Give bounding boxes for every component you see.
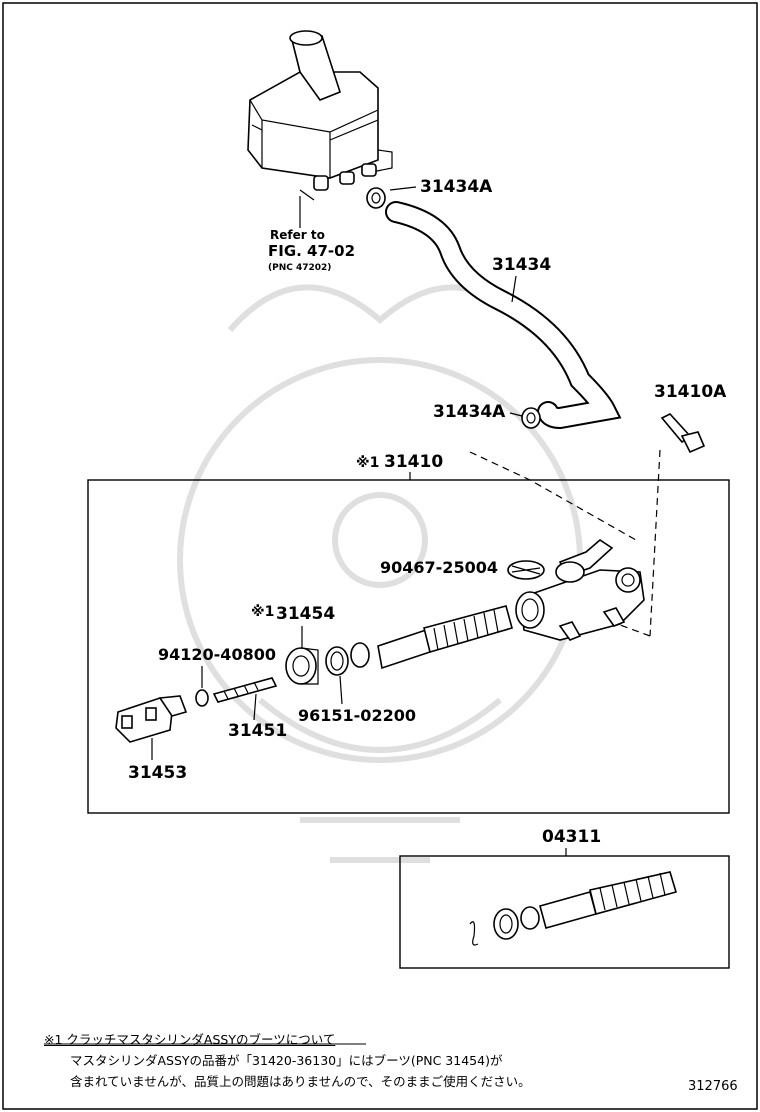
union-bolt (660, 413, 706, 454)
label-96151-02200: 96151-02200 (298, 706, 416, 725)
reservoir-hose (385, 201, 622, 430)
repair-kit-box (399, 855, 730, 969)
clevis (115, 695, 188, 743)
label-31454: 31454 (276, 604, 335, 624)
master-cylinder-body (515, 538, 645, 641)
reservoir-tank (247, 30, 393, 201)
label-31434a-lower: 31434A (433, 402, 506, 422)
hose-clip-lower (521, 407, 541, 429)
ref-fig: FIG. 47-02 (268, 242, 355, 260)
label-94120-40800: 94120-40800 (158, 645, 276, 664)
master-cylinder-box (87, 479, 730, 814)
ref-refer-to: Refer to (270, 228, 325, 242)
boot (285, 647, 319, 685)
label-31454-mark: ※1 (251, 604, 274, 620)
footnote-line-1: マスタシリンダASSYの品番が「31420-36130」にはブーツ(PNC 31… (70, 1053, 503, 1068)
snap-ring (325, 646, 349, 676)
piston-spring-assy (350, 605, 513, 670)
hose-clip-upper (366, 187, 386, 209)
nut (195, 689, 209, 707)
label-04311: 04311 (542, 827, 601, 847)
illustration-number: 312766 (688, 1079, 738, 1094)
label-31451: 31451 (228, 721, 287, 741)
push-rod (212, 677, 278, 703)
label-31453: 31453 (128, 763, 187, 783)
label-31434a-upper: 31434A (420, 177, 493, 197)
ref-pnc: (PNC 47202) (268, 263, 331, 273)
label-31434: 31434 (492, 255, 551, 275)
label-90467-25004: 90467-25004 (380, 558, 498, 577)
label-31410-mark: ※1 (356, 455, 379, 471)
footnote-line-2: 含まれていませんが、品質上の問題はありませんので、そのままご使用ください。 (70, 1074, 531, 1089)
repair-kit-parts (469, 871, 678, 946)
label-31410: 31410 (384, 452, 443, 472)
label-31410a: 31410A (654, 382, 727, 402)
reservoir-union-pin (507, 560, 545, 580)
footnote-title: ※1 クラッチマスタシリンダASSYのブーツについて (44, 1032, 336, 1047)
